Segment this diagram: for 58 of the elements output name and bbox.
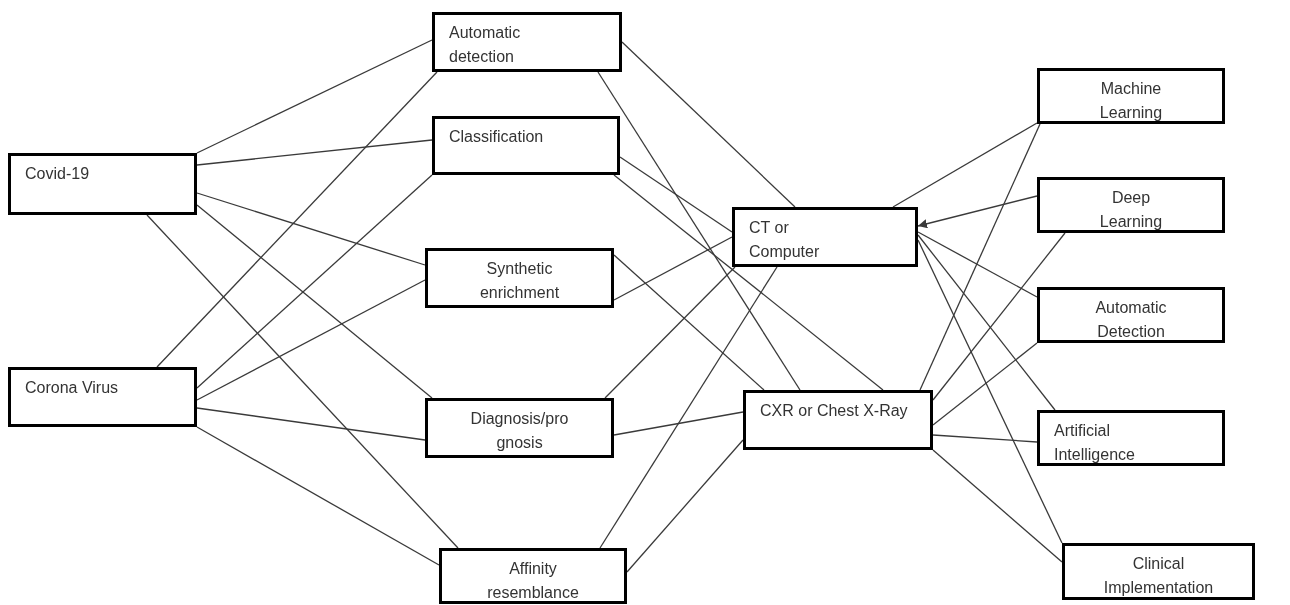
connector-line [932,449,1063,563]
process-box [1062,543,1255,600]
connector-line [917,234,1056,411]
node-label: Artificial Intelligence [1054,421,1136,465]
node-label: Diagnosis/pro gnosis [469,409,570,453]
process-box [425,398,614,458]
connector-line [892,122,1038,208]
node-label: Synthetic enrichment [478,259,561,303]
connector-line [196,192,426,266]
connector-line [917,231,1038,298]
connector-line [621,41,796,208]
connector-line [196,426,440,566]
node-label: Automatic Detection [1094,298,1168,342]
connector-line [597,71,801,391]
connector-line [196,204,433,399]
process-box [1037,177,1225,233]
process-box [1037,287,1225,343]
process-box [425,248,614,308]
node-label: Automatic detection [449,23,522,67]
arrow [917,195,1038,229]
node-label: Machine Learning [1098,79,1164,123]
node-label: CT or Computer [749,218,821,262]
process-box [1037,410,1225,466]
connector-line [196,139,433,166]
node-label: Affinity resemblance [486,559,580,603]
connector-line [919,123,1041,391]
connector-line [613,174,884,391]
connector-line [196,174,433,389]
process-box [439,548,627,604]
node-label: Corona Virus [25,378,120,398]
connector-line [146,214,459,549]
process-box [432,116,620,175]
connector-line [932,232,1066,401]
connector-line [613,411,744,436]
process-box [1037,68,1225,124]
node-label: Covid-19 [25,164,91,184]
process-box [432,12,622,72]
connector-line [613,236,733,301]
node-label: Classification [449,127,545,147]
connector-line [599,266,778,549]
connector-line [604,266,736,399]
node-label: Deep Learning [1098,188,1164,232]
connector-line [156,71,438,368]
connector-line [619,156,733,233]
connector-line [917,239,1063,544]
connector-line [626,439,744,573]
connector-line [932,434,1038,443]
connector-line [196,407,426,441]
connector-line [196,279,426,401]
node-label: Clinical Implementation [1102,554,1215,598]
process-box [8,153,197,215]
connector-line [196,39,433,154]
process-box [8,367,197,427]
process-box [732,207,918,267]
process-box [743,390,933,450]
connector-line [613,254,765,391]
connector-line [932,342,1038,426]
node-label: CXR or Chest X-Ray [760,401,909,421]
